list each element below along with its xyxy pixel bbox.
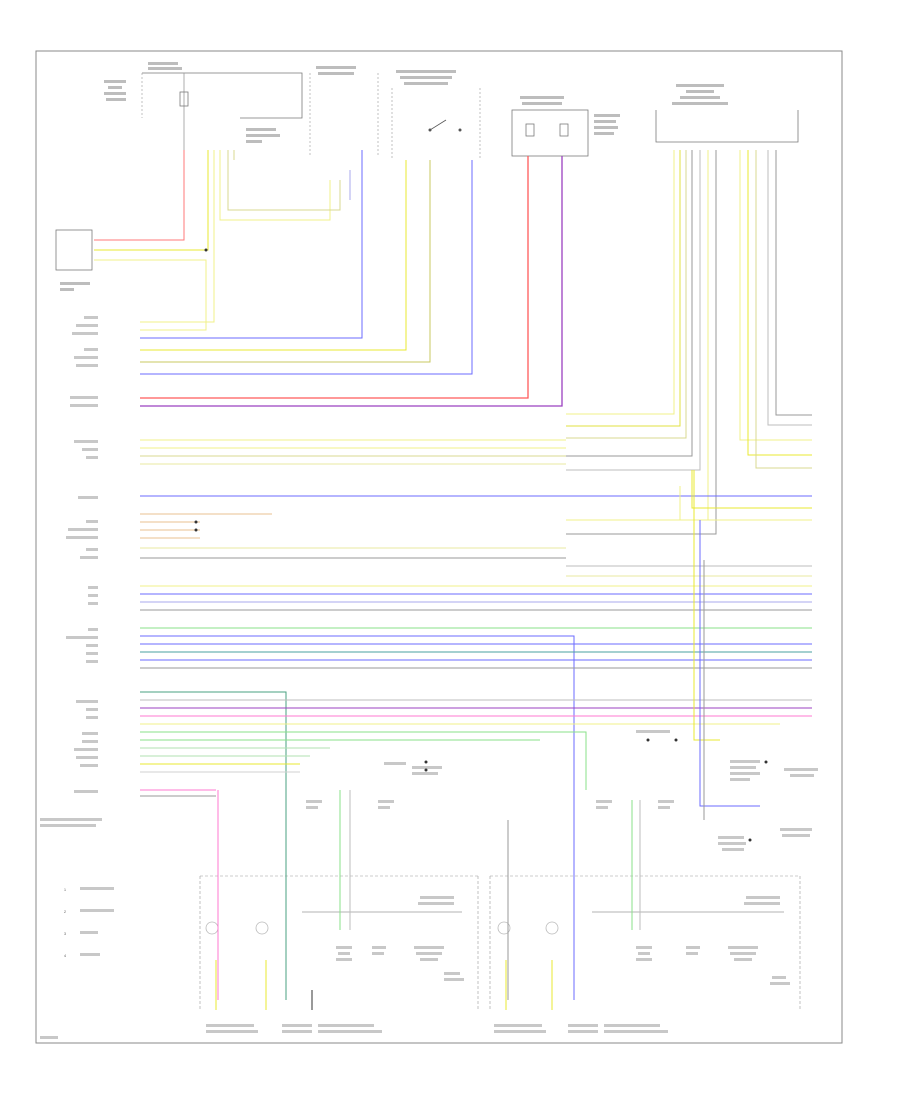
top-labels (104, 62, 728, 143)
left-connector-labels (40, 316, 102, 827)
legend-number-3: 3 (64, 932, 66, 936)
top-vertical-wires (94, 150, 812, 535)
bottom-labels (206, 730, 818, 1033)
legend-number-1: 1 (64, 888, 66, 892)
left-headlamp-unit (199, 790, 479, 1010)
light-switch-unit (55, 229, 93, 291)
fuse-box-top-center (511, 109, 589, 157)
switch-group-top-middle (309, 73, 481, 160)
legend-number-2: 2 (64, 910, 66, 914)
module-top-right (655, 110, 799, 143)
diagram-frame (35, 50, 843, 1044)
horizontal-wire-bundle (140, 439, 812, 820)
legend: 1 2 3 4 (64, 887, 114, 958)
junction-dots (194, 248, 768, 842)
fuse-box-top-left (141, 72, 303, 150)
right-headlamp-unit (489, 790, 801, 1010)
legend-number-4: 4 (64, 954, 66, 958)
